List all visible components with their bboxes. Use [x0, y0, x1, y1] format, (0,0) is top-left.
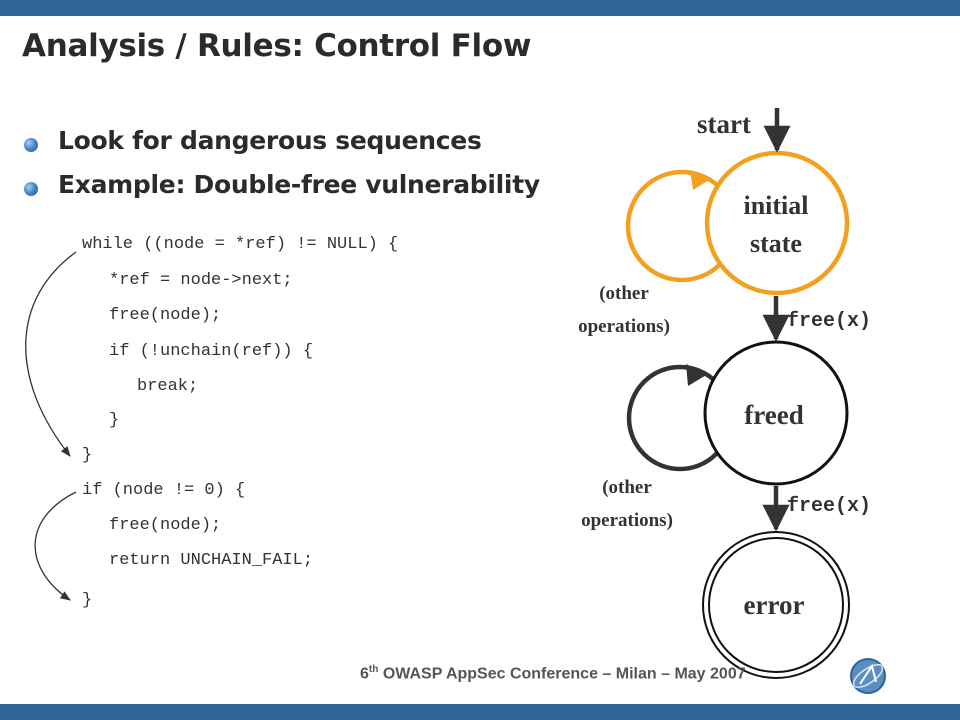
loop-label: operations): [578, 316, 670, 337]
code-line: }: [109, 411, 120, 430]
bullet-dot-icon: [24, 138, 38, 152]
code-line: while ((node = *ref) != NULL) {: [82, 235, 399, 254]
footer-ordinal: 6: [360, 665, 369, 683]
transition-label: free(x): [787, 310, 871, 333]
footer-ordinal-suffix: th: [368, 664, 379, 675]
code-line: if (node != 0) {: [82, 481, 246, 500]
code-line: free(node);: [109, 516, 222, 535]
owasp-logo-icon: [850, 658, 886, 694]
code-line: }: [82, 446, 93, 465]
loop-label: (other: [602, 477, 652, 498]
error-state-inner-ring: [708, 537, 844, 673]
error-state-label: error: [744, 590, 805, 620]
owasp-logo-ring: [852, 663, 884, 689]
initial-state-node: [704, 150, 850, 296]
owasp-logo-mark: [859, 663, 877, 685]
top-banner: [0, 0, 960, 16]
footer-text: 6th OWASP AppSec Conference – Milan – Ma…: [360, 664, 746, 683]
slide-title: Analysis / Rules: Control Flow: [22, 28, 532, 64]
freed-state-label: freed: [744, 400, 803, 430]
loop-label: (other: [599, 283, 649, 304]
freed-state-node: [703, 340, 849, 486]
freed-loop-arrowhead-icon: [686, 364, 708, 386]
initial-state-label: initial: [743, 191, 808, 220]
control-flow-arrow-1: [25, 251, 77, 457]
code-line: break;: [137, 377, 199, 396]
start-label: start: [697, 109, 751, 139]
error-state-node: [702, 531, 850, 679]
bottom-banner: [0, 704, 960, 720]
code-line: return UNCHAIN_FAIL;: [109, 551, 314, 570]
footer-conference: OWASP AppSec Conference – Milan – May 20…: [382, 665, 746, 683]
code-line: free(node);: [109, 306, 222, 325]
bullet-text: Look for dangerous sequences: [58, 126, 482, 155]
initial-state-label: state: [750, 229, 802, 258]
bullet-text: Example: Double-free vulnerability: [58, 170, 540, 199]
bullet-dot-icon: [24, 182, 38, 196]
control-flow-arrow-2: [34, 491, 77, 601]
code-line: }: [82, 591, 93, 610]
code-line: *ref = node->next;: [109, 271, 293, 290]
initial-loop-arrowhead-icon: [690, 170, 712, 190]
code-line: if (!unchain(ref)) {: [109, 342, 314, 361]
loop-label: operations): [581, 510, 673, 531]
transition-label: free(x): [787, 495, 871, 518]
